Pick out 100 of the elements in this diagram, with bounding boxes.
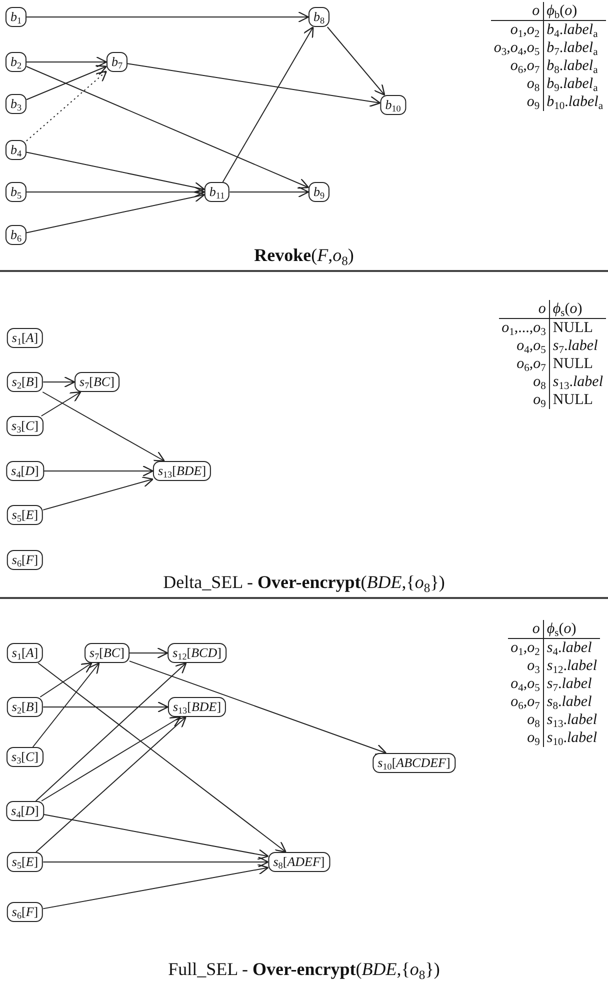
arrow: [229, 186, 310, 198]
arrow: [40, 391, 82, 416]
label-value: s$_{13}$.label: [543, 711, 600, 729]
object-set: o$_{6}$,o$_{7}$: [490, 57, 544, 75]
arrow: [42, 476, 154, 510]
graph-node: s$_{4}$[D]: [6, 461, 44, 481]
graph-node: s$_{4}$[D]: [6, 801, 44, 821]
label-value: s$_{7}$.label: [549, 337, 606, 355]
graph-node: b$_{9}$: [308, 182, 330, 202]
arrow: [26, 65, 108, 100]
object-set: o$_{9}$: [490, 93, 544, 111]
arrow: [42, 392, 165, 462]
arrow: [40, 662, 92, 698]
column-header: o: [490, 2, 544, 20]
caption-text: Delta_SEL - Over-encrypt(BDE,{o$_{8}$}): [163, 572, 445, 592]
arrow: [222, 26, 314, 182]
label-value: NULL: [549, 391, 606, 409]
graph-node: b$_{1}$: [5, 7, 27, 27]
graph-node: b$_{4}$: [5, 140, 27, 160]
graph-node: s$_{13}$[BDE]: [152, 461, 212, 481]
graph-node: b$_{3}$: [5, 94, 27, 114]
graph-node: s$_{6}$[F]: [6, 550, 44, 570]
object-set: o$_{3}$: [508, 657, 544, 675]
graph-node: s$_{3}$[C]: [6, 747, 44, 767]
arrow: [26, 11, 310, 23]
caption-text: Full_SEL - Over-encrypt(BDE,{o$_{8}$}): [168, 959, 440, 979]
arrow: [42, 864, 269, 910]
graph-node: b$_{2}$: [5, 52, 27, 72]
dotted-arrow: [26, 70, 108, 142]
graph-node: b$_{5}$: [5, 182, 27, 202]
graph-node: b$_{6}$: [5, 225, 27, 245]
label-value: b$_{10}$.label$_{a}$: [543, 93, 606, 111]
graph-node: s$_{6}$[F]: [6, 902, 44, 922]
graph-node: s$_{12}$[BCD]: [168, 643, 226, 663]
graph-node: b$_{10}$: [380, 95, 406, 115]
arrow: [42, 701, 169, 713]
arrow: [26, 152, 205, 193]
object-set: o$_{1}$,o$_{2}$: [490, 20, 544, 39]
graph-node: s$_{13}$[BDE]: [168, 697, 226, 717]
graph-node: b$_{8}$: [308, 7, 330, 27]
arrow: [326, 26, 386, 96]
label-value: b$_{9}$.label$_{a}$: [543, 75, 606, 93]
graph-node: s$_{7}$[BC]: [74, 372, 120, 392]
arrow: [26, 56, 108, 68]
arrow: [26, 186, 205, 198]
arrow: [26, 191, 205, 234]
arrow: [41, 716, 182, 802]
object-set: o$_{6}$,o$_{7}$: [498, 355, 550, 373]
label-value: s$_{12}$.label: [543, 657, 600, 675]
graph-node: s$_{2}$[B]: [6, 372, 44, 392]
arrow: [38, 662, 286, 853]
object-set: o$_{8}$: [490, 75, 544, 93]
graph-node: s$_{1}$[A]: [6, 643, 44, 663]
column-header: ϕ$_{s}$(o): [549, 300, 606, 318]
arrow: [35, 662, 187, 802]
label-value: s$_{8}$.label: [543, 693, 600, 711]
graph-node: b$_{7}$: [106, 52, 128, 72]
arrow: [26, 66, 310, 189]
graph-node: s$_{10}$[ABCDEF]: [372, 753, 456, 773]
column-header: o: [498, 300, 550, 318]
label-value: b$_{8}$.label$_{a}$: [543, 57, 606, 75]
label-value: b$_{4}$.label$_{a}$: [543, 20, 606, 39]
arrow: [42, 856, 269, 868]
object-set: o$_{8}$: [508, 711, 544, 729]
arrow: [43, 465, 154, 477]
column-header: o: [508, 620, 544, 638]
object-set: o$_{4}$,o$_{5}$: [498, 337, 550, 355]
object-set: o$_{1}$,...,o$_{3}$: [498, 318, 550, 337]
object-set: o$_{9}$: [498, 391, 550, 409]
column-header: ϕ$_{s}$(o): [543, 620, 600, 638]
graph-node: s$_{5}$[E]: [6, 852, 44, 872]
column-header: ϕ$_{b}$(o): [543, 2, 606, 20]
graph-node: s$_{7}$[BC]: [84, 643, 130, 663]
arrow: [127, 63, 381, 107]
object-set: o$_{3}$,o$_{4}$,o$_{5}$: [490, 39, 544, 57]
label-value: s$_{10}$.label: [543, 729, 600, 747]
label-value: s$_{7}$.label: [543, 675, 600, 693]
label-value: b$_{7}$.label$_{a}$: [543, 39, 606, 57]
object-set: o$_{4}$,o$_{5}$: [508, 675, 544, 693]
arrow: [42, 376, 76, 388]
arrow: [32, 662, 100, 748]
graph-node: s$_{1}$[A]: [6, 328, 44, 348]
object-set: o$_{6}$,o$_{7}$: [508, 693, 544, 711]
object-set: o$_{1}$,o$_{2}$: [508, 638, 544, 657]
label-value: NULL: [549, 355, 606, 373]
caption-text: Revoke(F,o$_{8}$): [254, 245, 354, 265]
arrow: [36, 716, 186, 852]
arrow: [128, 660, 387, 755]
graph-node: s$_{8}$[ADEF]: [268, 852, 330, 872]
graph-node: s$_{3}$[C]: [6, 416, 44, 436]
graph-node: s$_{5}$[E]: [6, 505, 44, 525]
graph-node: b$_{11}$: [204, 182, 230, 202]
graph-node: s$_{2}$[B]: [6, 697, 44, 717]
object-set: o$_{9}$: [508, 729, 544, 747]
arrow: [128, 647, 168, 659]
arrow: [43, 814, 269, 860]
label-value: NULL: [549, 318, 606, 337]
object-set: o$_{8}$: [498, 373, 550, 391]
label-value: s$_{4}$.label: [543, 638, 600, 657]
label-value: s$_{13}$.label: [549, 373, 606, 391]
